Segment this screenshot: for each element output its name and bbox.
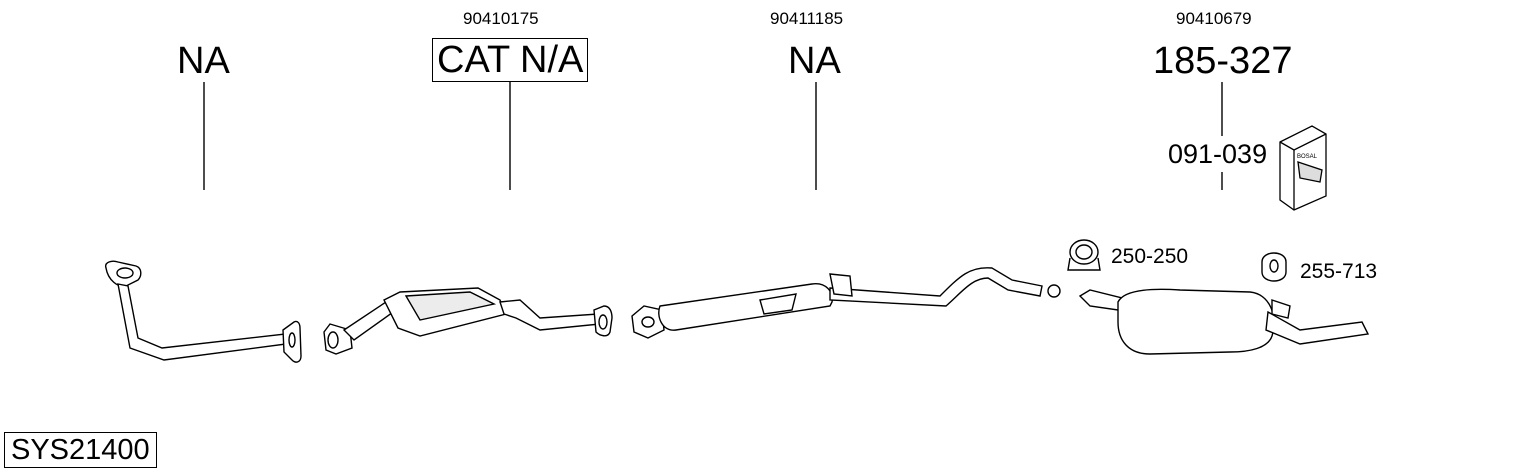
rubber-label: 255-713: [1300, 260, 1378, 283]
cat-heat-shield: [404, 291, 497, 321]
front-pipe: [105, 260, 302, 363]
part-2-oem-number: 90410175: [463, 9, 539, 28]
clamp-label: 250-250: [1111, 245, 1189, 268]
cat-front-hole: [327, 331, 339, 349]
rear-silencer: [1078, 288, 1370, 355]
clamp-inner: [1075, 244, 1093, 260]
clamp-bracket: [1067, 257, 1101, 271]
middle-silencer-label-plate: [759, 293, 797, 315]
middle-pipe-hanger: [829, 273, 853, 297]
kit-box-brand: BOSAL: [1297, 154, 1318, 160]
part-4-oem-number: 90410679: [1176, 9, 1252, 28]
part-1-label: NA: [177, 40, 230, 82]
middle-pipe-end: [1047, 284, 1061, 298]
rubber-hole: [1269, 259, 1279, 273]
front-pipe-rear-hole: [288, 332, 296, 348]
middle-silencer: [631, 267, 1061, 339]
rear-silencer-body: [1117, 288, 1275, 355]
part-4-label: 185-327: [1153, 40, 1293, 82]
front-pipe-flange-hole: [116, 267, 134, 279]
middle-silencer-body: [658, 283, 833, 331]
middle-front-hole: [641, 316, 655, 328]
front-pipe-tube: [117, 283, 287, 361]
rear-tailpipe: [1265, 310, 1370, 345]
part-3-label: NA: [788, 40, 841, 82]
middle-pipe: [829, 267, 1043, 307]
part-3-oem-number: 90411185: [770, 9, 844, 28]
kit-box-picture: [1297, 161, 1323, 183]
part-2-label: CAT N/A: [432, 38, 589, 82]
part-4-kit-label: 091-039: [1168, 139, 1268, 169]
system-code: SYS21400: [4, 432, 157, 469]
cat-outlet-pipe: [499, 299, 601, 331]
rear-hanger: [1271, 299, 1291, 319]
cat-rear-hole: [598, 314, 608, 330]
catalytic-converter: [323, 287, 613, 355]
exhaust-clamp-icon: [1067, 239, 1101, 271]
rubber-mounting-icon: [1261, 252, 1287, 282]
fitting-kit-box-icon: BOSAL: [1279, 125, 1327, 211]
